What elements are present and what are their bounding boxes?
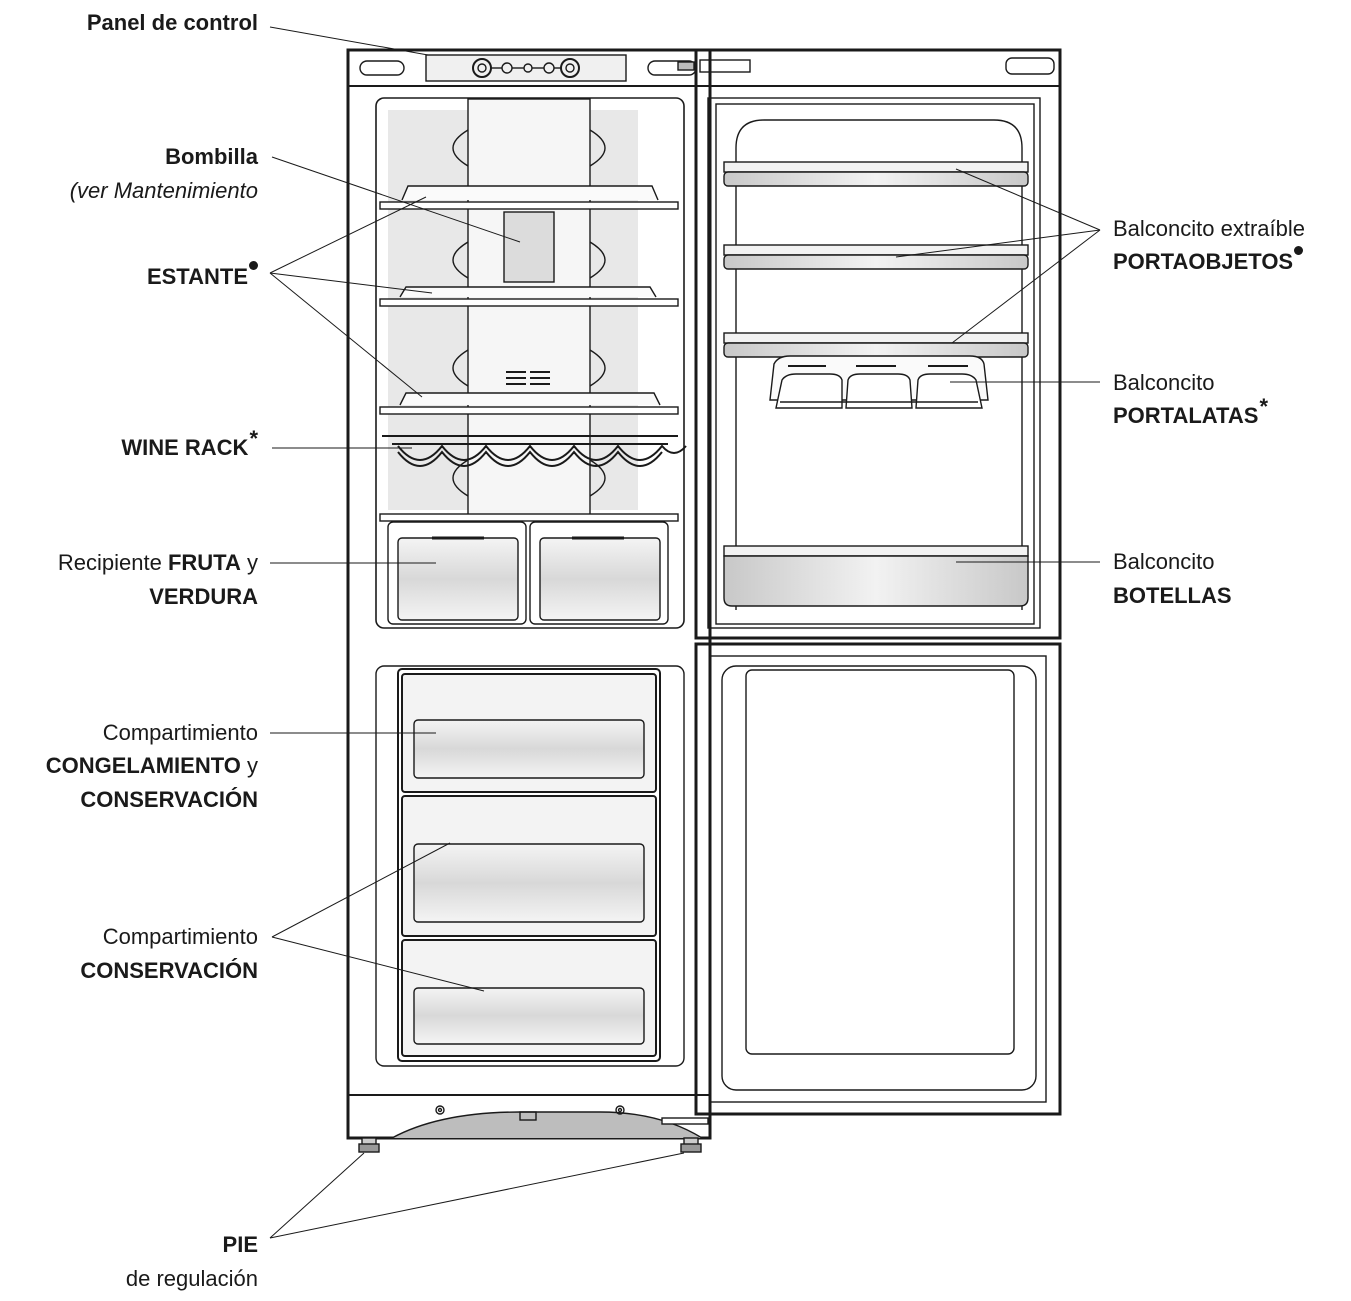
asterisk-marker: * (249, 426, 258, 451)
crisper-left (387, 521, 527, 625)
bullet-marker (1294, 246, 1304, 255)
glass-shelf (379, 513, 679, 522)
label-balcony-can-text: PORTALATAS (1113, 403, 1259, 428)
label-freezer1-bold: CONGELAMIENTO (45, 753, 241, 778)
freezer-drawer-1 (401, 673, 657, 793)
freezer-door (694, 642, 1062, 1116)
label-bulb: Bombilla (165, 142, 258, 172)
label-freezer1-line2: CONGELAMIENTO y (46, 751, 258, 781)
label-control-panel: Panel de control (86, 10, 258, 35)
label-foot-line1: PIE (222, 1232, 258, 1257)
label-crisper-pre: Recipiente (57, 550, 162, 575)
leader-lines (269, 26, 1101, 1239)
door-balcony-2 (723, 244, 1029, 270)
freezer-drawer-3 (401, 939, 657, 1057)
label-balcony-obj-text: PORTAOBJETOS (1113, 249, 1294, 274)
label-shelf: ESTANTE (146, 261, 258, 292)
bullet-marker (249, 261, 258, 270)
shelf-3 (379, 392, 679, 415)
label-balcony-bottle-line1: Balconcito (1113, 549, 1215, 574)
label-balcony-bottle-line2: BOTELLAS (1113, 583, 1232, 608)
label-crisper-y: y (247, 550, 258, 575)
control-panel (359, 54, 697, 82)
bottle-balcony (723, 545, 1029, 607)
label-freezer1-line1: Compartimiento (102, 720, 258, 745)
door-balcony-1 (723, 161, 1029, 187)
label-wine-rack: WINE RACK* (121, 426, 258, 463)
adjustable-foot-left (358, 1137, 380, 1153)
freezer-compartment (375, 665, 685, 1067)
base-plinth (391, 1105, 709, 1139)
label-balcony-obj-line1: Balconcito extraíble (1113, 216, 1305, 241)
label-foot-line2: de regulación (125, 1266, 258, 1291)
label-crisper-line1: Recipiente FRUTA y (58, 548, 258, 578)
crisper-right (529, 521, 669, 625)
shelf-1 (379, 185, 679, 210)
label-balcony-can-line1: Balconcito (1113, 370, 1215, 395)
label-shelf-text: ESTANTE (146, 264, 248, 289)
asterisk-marker: * (1259, 394, 1268, 419)
wine-rack (382, 435, 687, 467)
label-bulb-title: Bombilla (165, 144, 258, 169)
label-balcony-obj-line2: PORTAOBJETOS (1113, 246, 1304, 277)
door-balcony-3 (723, 332, 1029, 358)
label-crisper-fruit: FRUTA (167, 550, 241, 575)
label-wine-rack-text: WINE RACK (121, 435, 249, 460)
label-crisper-veg: VERDURA (149, 584, 258, 609)
label-bulb-note: (ver Mantenimiento (69, 178, 258, 203)
label-freezer1-line3: CONSERVACIÓN (80, 787, 258, 812)
label-freezer2-line2: CONSERVACIÓN (80, 958, 258, 983)
freezer-drawer-2 (401, 795, 657, 937)
fridge-door (677, 48, 1062, 640)
adjustable-foot-right (680, 1137, 702, 1153)
label-freezer2-line1: Compartimiento (102, 924, 258, 949)
shelf-2 (379, 286, 679, 307)
label-freezer1-y: y (247, 753, 258, 778)
label-balcony-can-line2: PORTALATAS* (1113, 394, 1268, 431)
